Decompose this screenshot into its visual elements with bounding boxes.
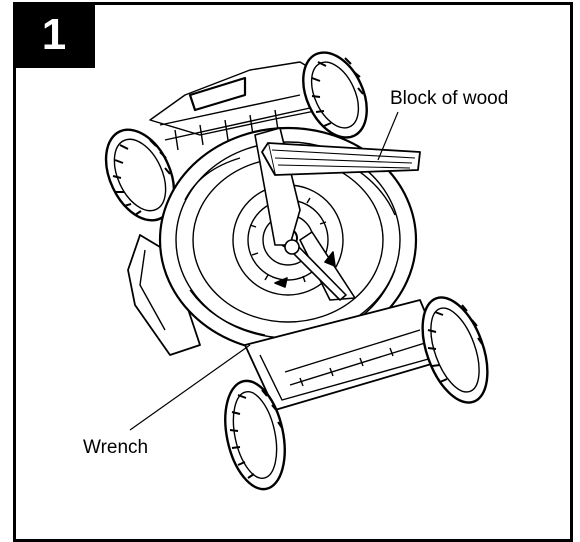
wheel-rear-right: [302, 51, 368, 139]
wheel-front-left: [224, 379, 286, 491]
block-of-wood: [261, 142, 421, 176]
block-of-wood-label: Block of wood: [390, 88, 509, 109]
wheel-rear-left: [104, 128, 176, 222]
step-number-badge: 1: [13, 2, 95, 68]
wrench-label: Wrench: [83, 437, 149, 458]
wood-leader-line: [377, 111, 399, 161]
wrench: [274, 239, 347, 301]
front-chassis: [244, 299, 446, 411]
wrench-leader-line: [129, 344, 251, 431]
wheel-front-right: [421, 296, 489, 404]
rear-handle-assembly: [149, 61, 331, 151]
